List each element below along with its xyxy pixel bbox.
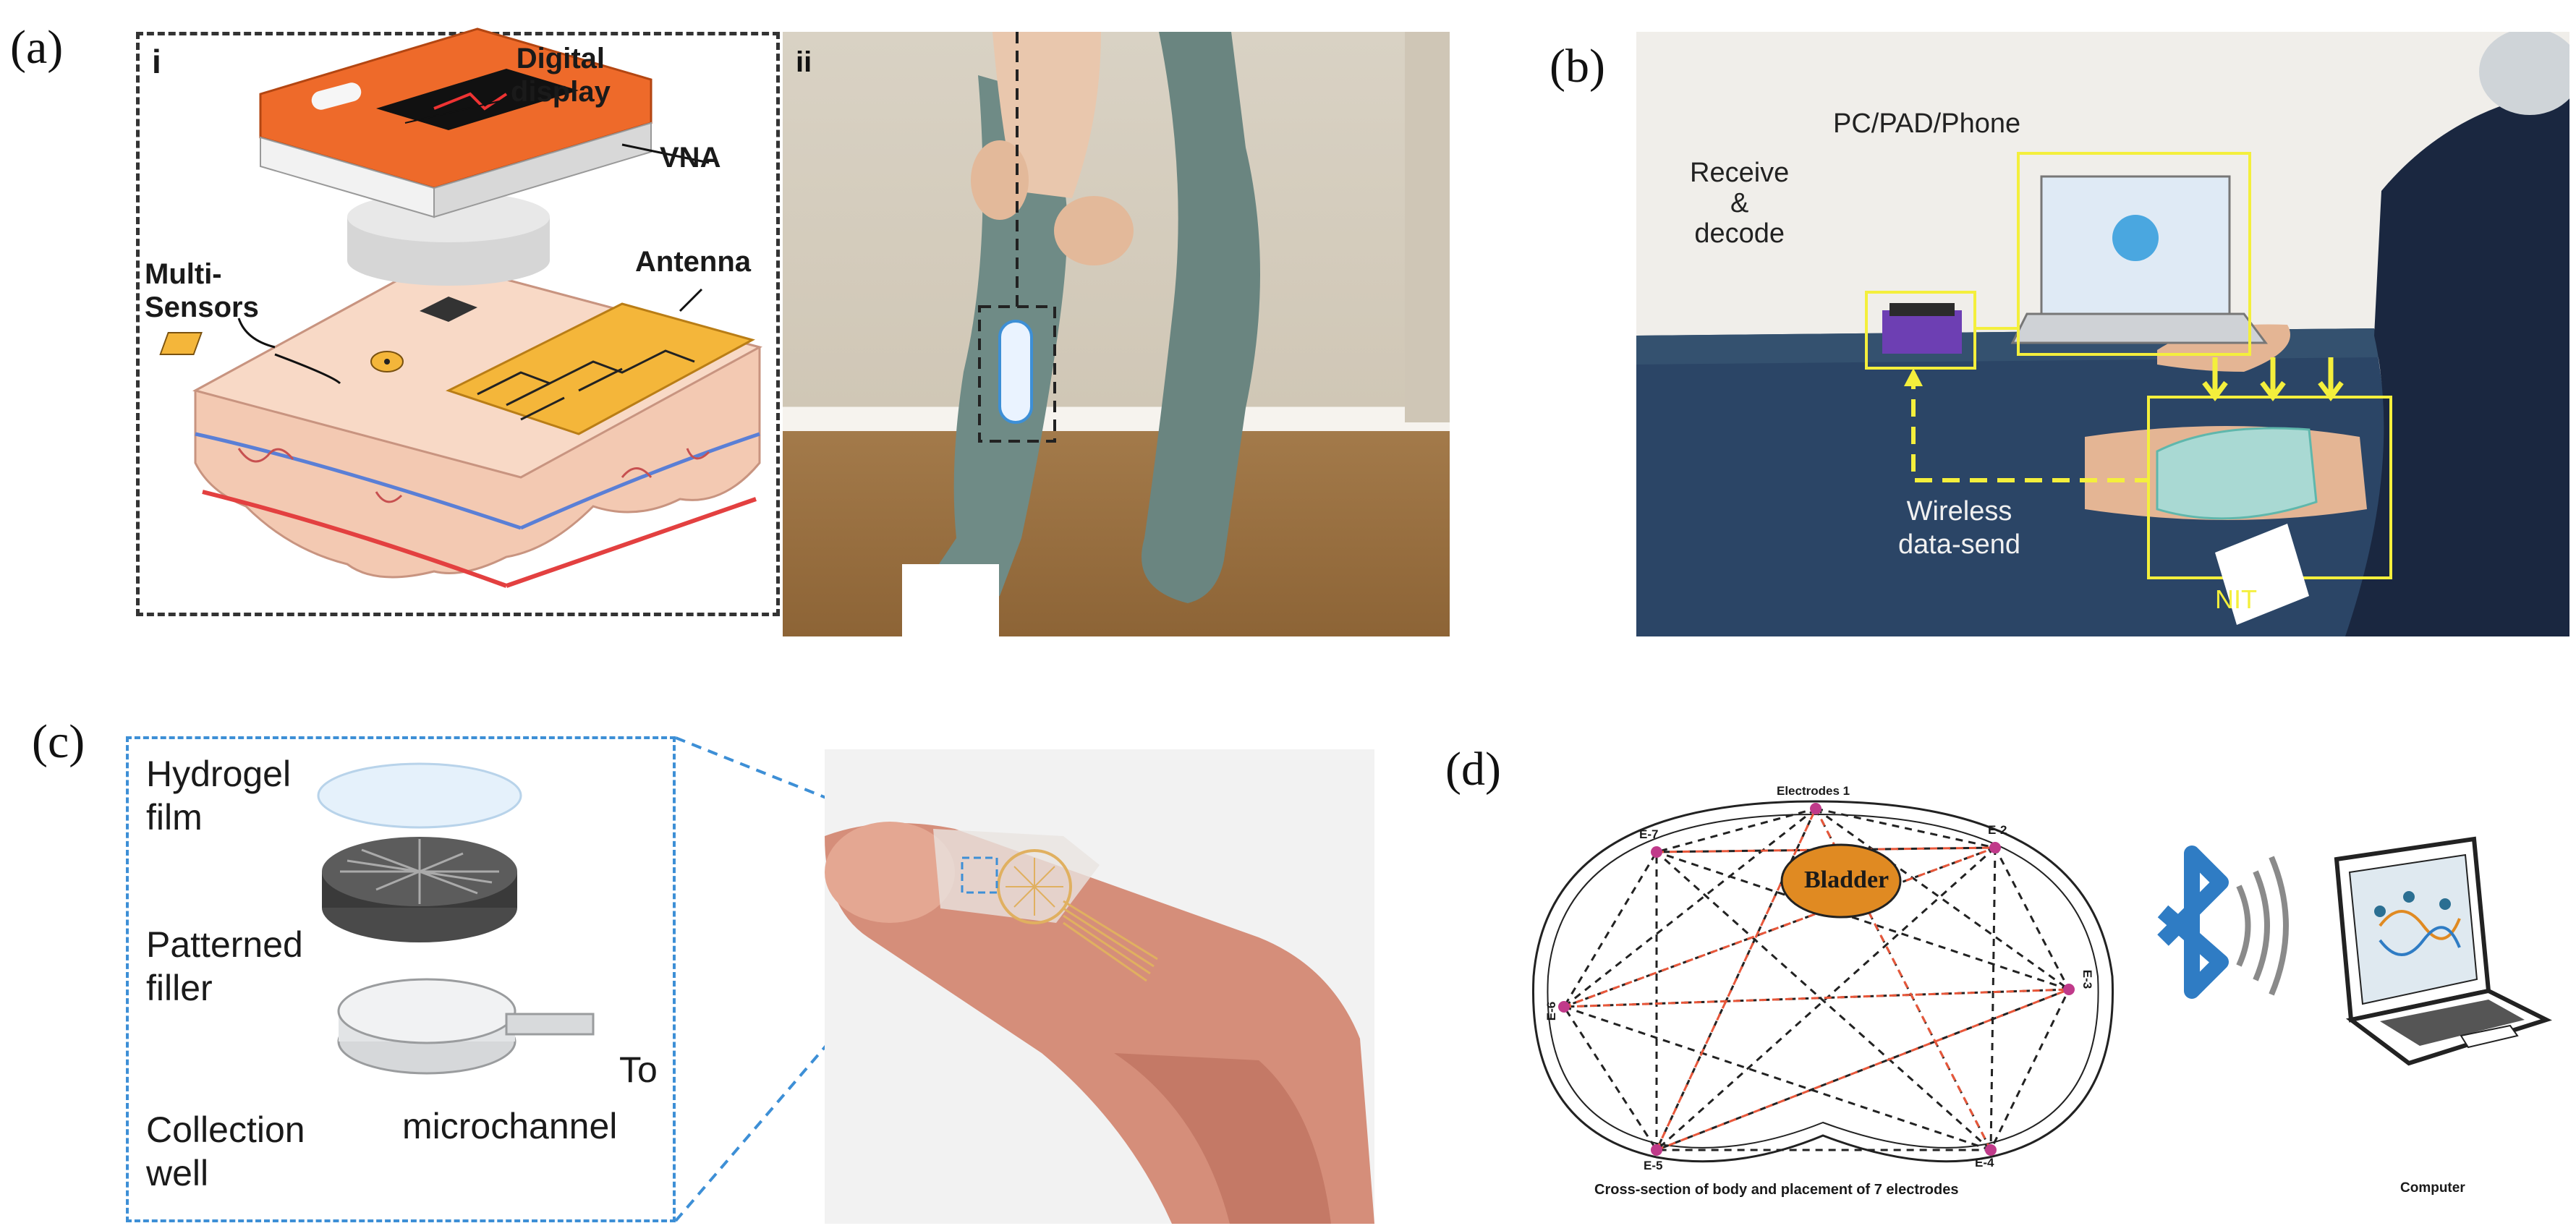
panel-a-i-box [136, 32, 780, 616]
to-label: To [619, 1049, 658, 1090]
cross-section-caption: Cross-section of body and placement of 7… [1594, 1182, 1959, 1198]
electrodes-1-label: Electrodes 1 [1777, 784, 1850, 798]
multi-sensors-label: Multi- Sensors [145, 258, 259, 323]
receive-decode-label: Receive & decode [1690, 158, 1790, 249]
digital-display-label: Digital display [511, 43, 611, 108]
e2-label: E-2 [1988, 823, 2007, 837]
e4-label: E-4 [1975, 1156, 1994, 1170]
panel-d-label: (d) [1445, 743, 1501, 796]
sock-photo [783, 32, 1450, 636]
collection-well-inset [126, 736, 676, 1222]
antenna-label: Antenna [635, 246, 751, 278]
hydrogel-film-label: Hydrogel film [146, 754, 292, 838]
wearable-device-illustration [159, 27, 763, 588]
e7-label: E-7 [1639, 827, 1659, 841]
e3-label: E-3 [2080, 969, 2095, 989]
collection-well-label: Collection well [146, 1109, 305, 1193]
e6-label: E-6 [1544, 1001, 1559, 1021]
panel-a-label: (a) [10, 21, 64, 74]
redaction-box-a [902, 564, 999, 636]
bladder-label: Bladder [1804, 866, 1890, 893]
panel-a-ii-sublabel: ii [796, 46, 812, 78]
nit-label: NIT [2215, 584, 2257, 614]
microchannel-label: microchannel [402, 1106, 618, 1146]
e5-label: E-5 [1644, 1159, 1663, 1172]
pc-pad-phone-label: PC/PAD/Phone [1833, 108, 2021, 139]
arm-device-photo [1636, 32, 2569, 636]
finger-photo [825, 749, 1374, 1224]
panel-c-label: (c) [32, 715, 85, 768]
panel-b-label: (b) [1550, 40, 1605, 93]
computer-label: Computer [2400, 1180, 2465, 1196]
wireless-data-send-label: Wireless data-send [1898, 496, 2021, 560]
patterned-filler-label: Patterned filler [146, 924, 303, 1008]
panel-a-i-sublabel: i [152, 43, 161, 80]
vna-label: VNA [660, 142, 721, 174]
